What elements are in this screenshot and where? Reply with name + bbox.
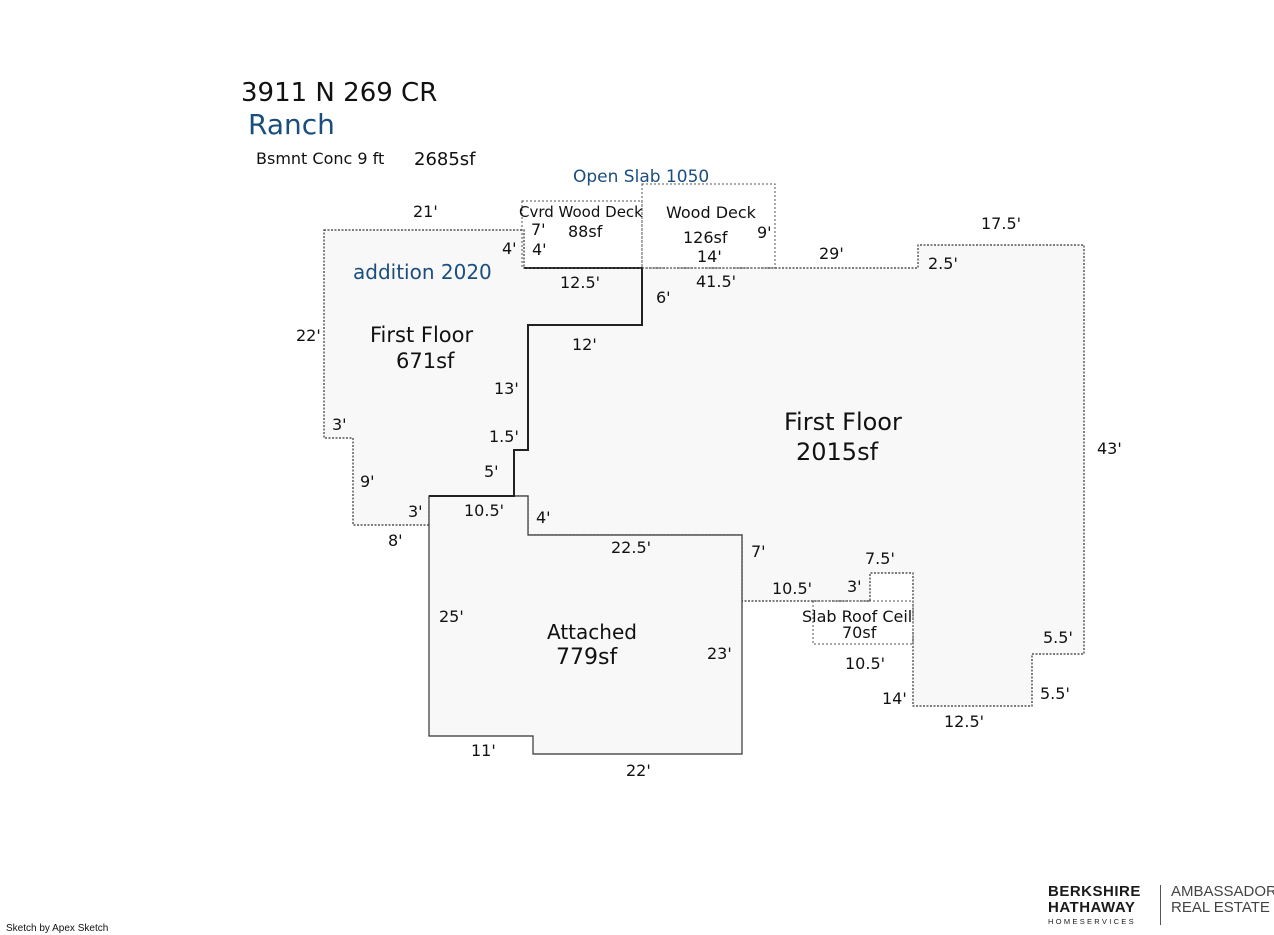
dim-label: 10.5'	[464, 501, 504, 520]
dim-label: 22'	[296, 326, 321, 345]
dim-label: 12.5'	[944, 712, 984, 731]
slab-outline	[812, 600, 914, 645]
open-slab-label: Open Slab 1050	[573, 167, 709, 187]
dim-label: 10.5'	[772, 579, 812, 598]
basement-label: Bsmnt Conc 9 ft	[256, 149, 384, 168]
logo-office-line-1: AMBASSADOR	[1171, 883, 1274, 900]
main-floor-area: 2015sf	[796, 438, 879, 466]
dim-label: 7.5'	[865, 549, 895, 568]
logo-homeservices: HOMESERVICES	[1048, 917, 1136, 926]
addition-main-wall	[429, 267, 643, 497]
dim-label: 22.5'	[611, 538, 651, 557]
logo-line-1: BERKSHIRE	[1048, 883, 1141, 900]
dim-label: 9'	[360, 472, 375, 491]
dim-label: 4'	[502, 239, 517, 258]
dim-label: 8'	[388, 531, 403, 550]
basement-area: 2685sf	[414, 149, 476, 170]
garage-outline	[428, 495, 743, 755]
dim-label: 1.5'	[489, 427, 519, 446]
dim-label: 6'	[656, 288, 671, 307]
garage-label: Attached	[547, 620, 637, 644]
logo-office: AMBASSADOR REAL ESTATE	[1171, 884, 1274, 916]
wood-deck-outline	[641, 183, 776, 269]
dim-label: 25'	[439, 607, 464, 626]
dim-label: 14'	[697, 247, 722, 266]
covered-deck-outline	[521, 200, 643, 269]
dim-label: 13'	[494, 379, 519, 398]
covered-deck-label: Cvrd Wood Deck	[519, 203, 643, 221]
dim-label: 21'	[413, 202, 438, 221]
dim-label: 23'	[707, 644, 732, 663]
logo-wordmark: BERKSHIRE HATHAWAY	[1048, 884, 1141, 916]
covered-deck-area: 88sf	[568, 222, 603, 241]
slab-label: Slab Roof Ceil	[802, 607, 912, 626]
dim-label: 4'	[532, 240, 547, 259]
dim-label: 7'	[751, 542, 766, 561]
dim-label: 43'	[1097, 439, 1122, 458]
style-title: Ranch	[248, 108, 335, 141]
logo-line-2: HATHAWAY	[1048, 899, 1136, 916]
logo-divider	[1160, 885, 1161, 925]
main-floor-label: First Floor	[784, 408, 902, 436]
addition-note: addition 2020	[353, 260, 492, 284]
dim-label: 14'	[882, 689, 907, 708]
dim-label: 4'	[536, 508, 551, 527]
dim-label: 22'	[626, 761, 651, 780]
dim-label: 5.5'	[1040, 684, 1070, 703]
dim-label: 5'	[484, 462, 499, 481]
dim-label: 12'	[572, 335, 597, 354]
dim-label: 3'	[847, 577, 862, 596]
wood-deck-area: 126sf	[683, 228, 728, 247]
garage-area: 779sf	[556, 645, 618, 670]
dim-label: 12.5'	[560, 273, 600, 292]
dim-label: 7'	[531, 220, 546, 239]
dim-label: 41.5'	[696, 272, 736, 291]
wood-deck-label: Wood Deck	[666, 203, 757, 222]
dim-label: 5.5'	[1043, 628, 1073, 647]
dim-label: 9'	[757, 223, 772, 242]
dim-label: 3'	[332, 415, 347, 434]
dim-label: 17.5'	[981, 214, 1021, 233]
dim-label: 10.5'	[845, 654, 885, 673]
dim-label: 11'	[471, 741, 496, 760]
dim-label: 3'	[408, 502, 423, 521]
addition-floor-area: 671sf	[396, 349, 455, 373]
slab-area: 70sf	[842, 623, 877, 642]
dim-label: 29'	[819, 244, 844, 263]
logo-office-line-2: REAL ESTATE	[1171, 899, 1270, 916]
address-title: 3911 N 269 CR	[241, 78, 437, 108]
dim-label: 2.5'	[928, 254, 958, 273]
addition-floor-label: First Floor	[370, 323, 473, 347]
sketch-credit: Sketch by Apex Sketch	[6, 923, 109, 934]
